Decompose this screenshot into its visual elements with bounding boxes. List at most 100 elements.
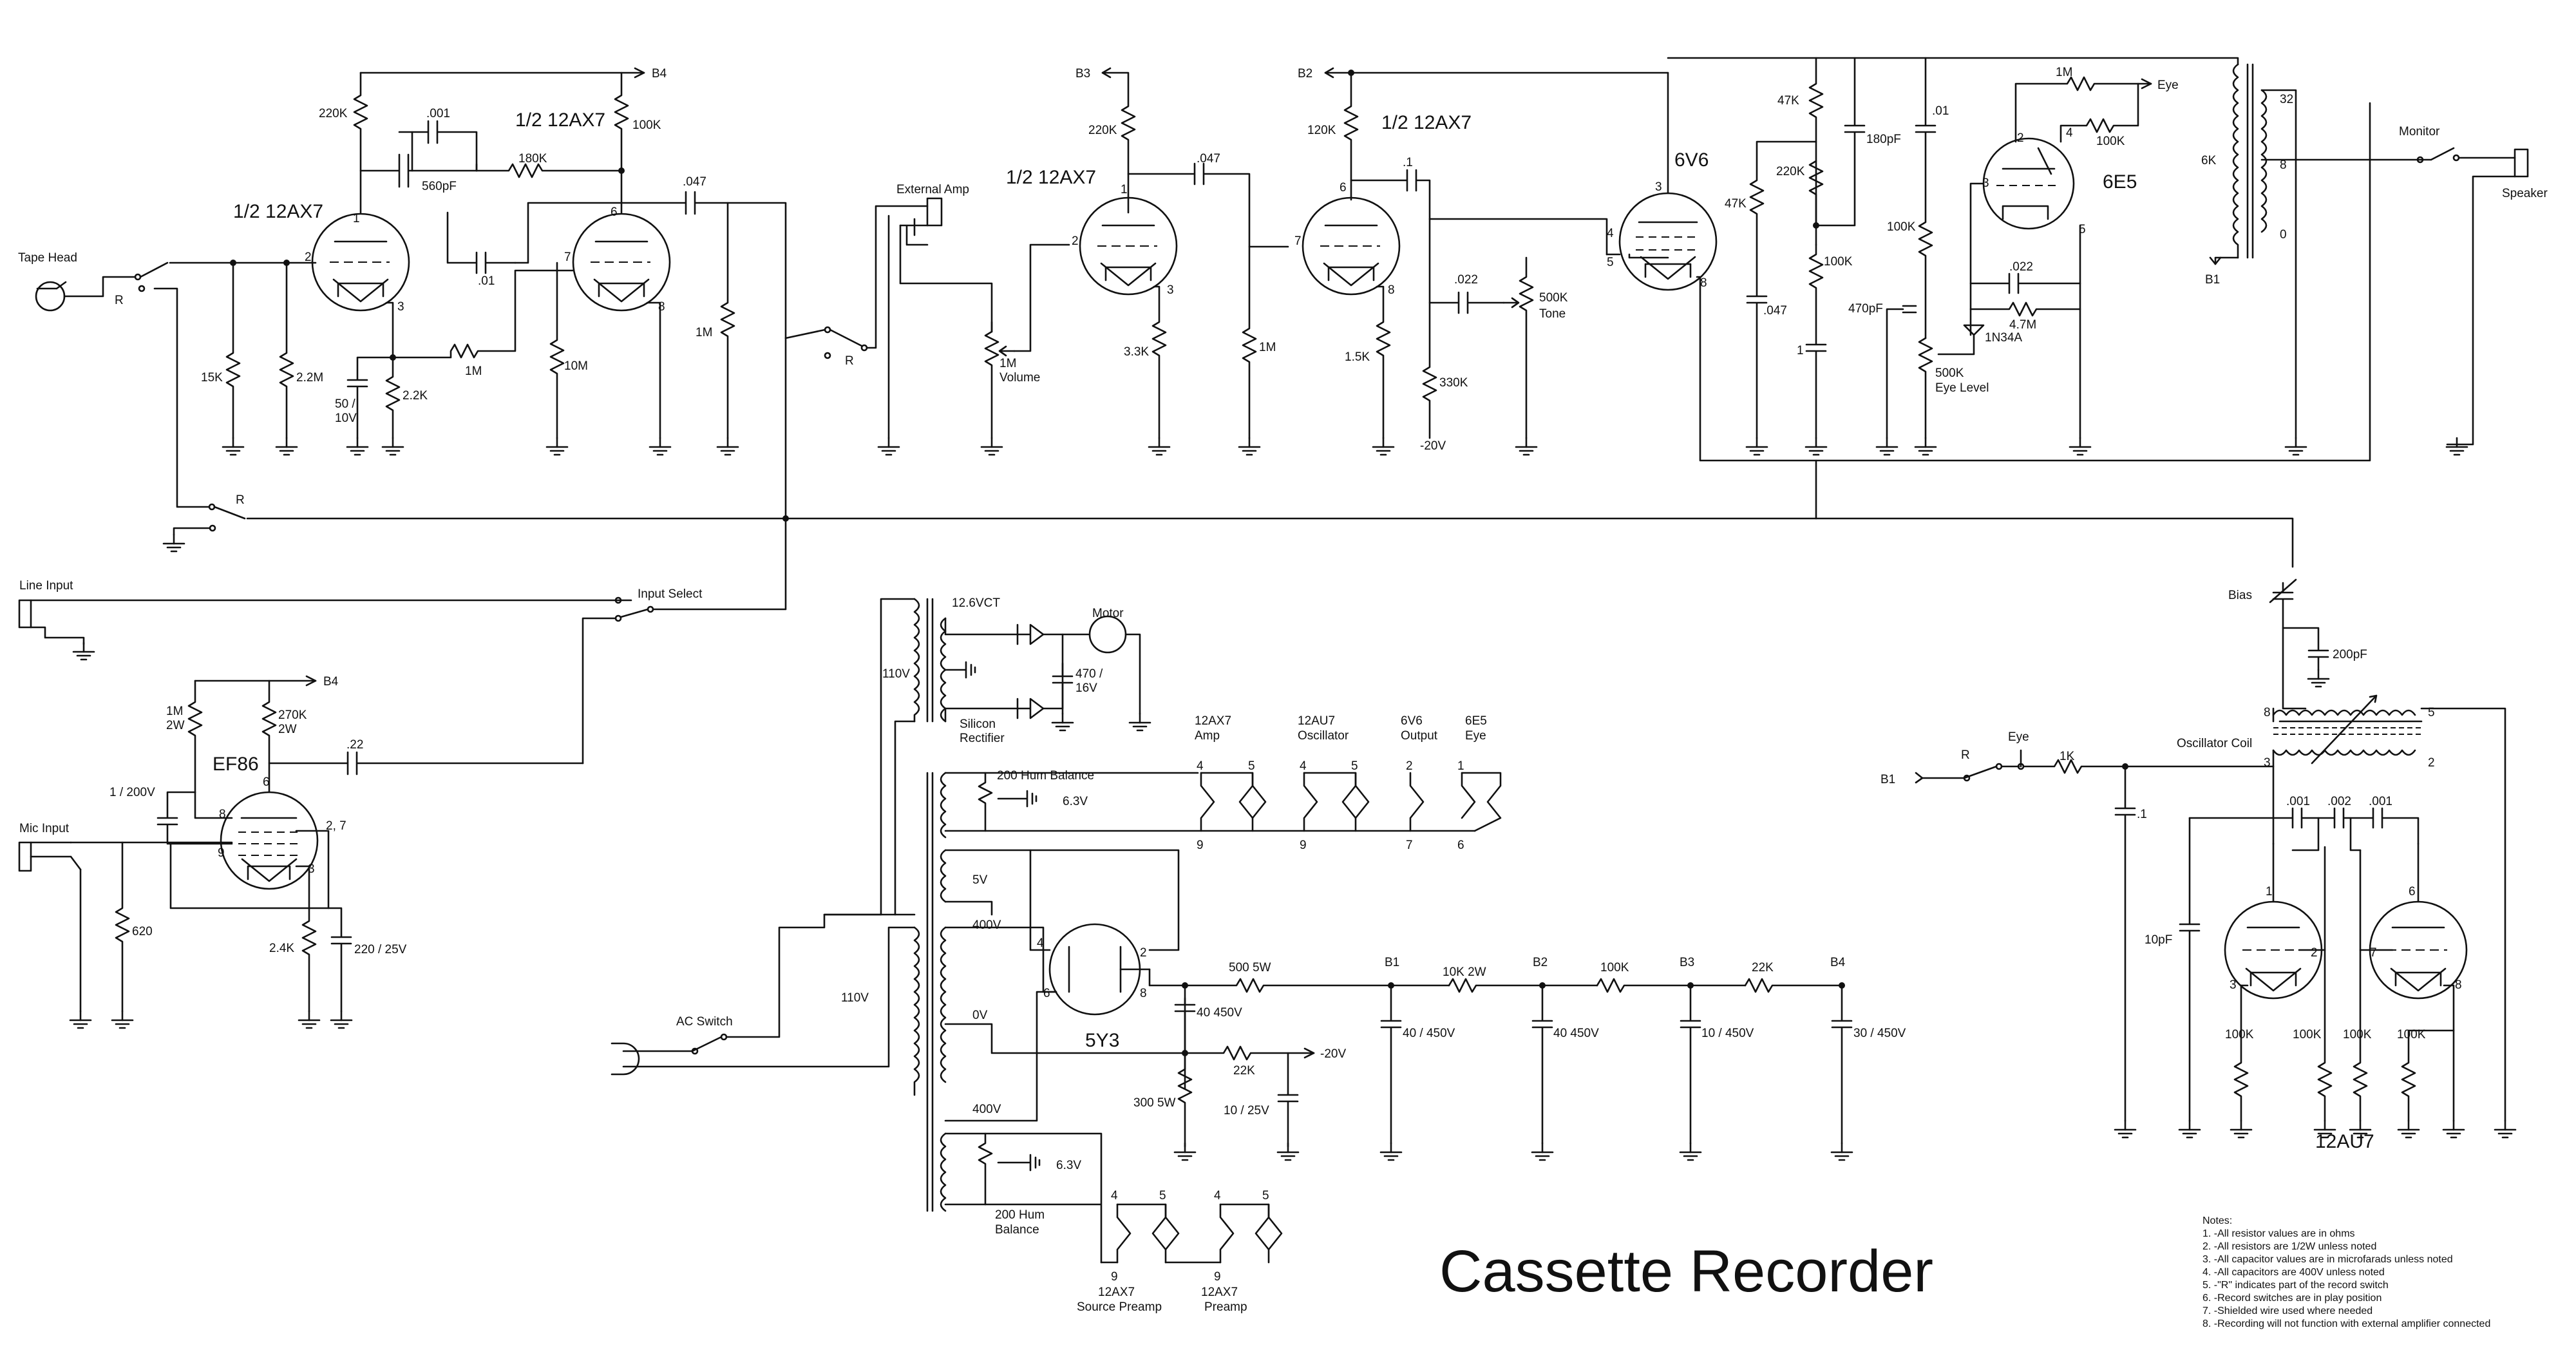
b2-label-2: B2 bbox=[1533, 956, 1548, 969]
osc-tube-label: 12AU7 bbox=[2315, 1131, 2374, 1152]
note-1: 1. -All resistor values are in ohms bbox=[2202, 1228, 2355, 1239]
r100k-i-label: 100K bbox=[2397, 1028, 2426, 1041]
c022b-label: .022 bbox=[2009, 260, 2033, 274]
r22k-c-label: 22K bbox=[1233, 1064, 1255, 1078]
b1-label-1: B1 bbox=[2205, 273, 2220, 287]
v6v6-tube bbox=[1618, 192, 1718, 291]
note-3: 3. -All capacitor values are in microfar… bbox=[2202, 1254, 2453, 1265]
r1m-b-label: 1M bbox=[696, 326, 712, 339]
v3-label: 1/2 12AX7 bbox=[1006, 167, 1096, 188]
rect-tube-label: 5Y3 bbox=[1085, 1030, 1119, 1051]
svg-text:7: 7 bbox=[1406, 839, 1413, 852]
t32-label: 32 bbox=[2280, 93, 2293, 106]
c022-label: .022 bbox=[1454, 273, 1478, 287]
t126-label: 12.6VCT bbox=[952, 596, 1000, 610]
r22m-label: 2.2M bbox=[296, 371, 323, 385]
svg-text:2: 2 bbox=[2017, 131, 2024, 145]
c001c-label: .001 bbox=[2369, 795, 2392, 808]
c40a-label: 40 450V bbox=[1197, 1006, 1242, 1020]
svg-text:5: 5 bbox=[1248, 759, 1255, 773]
v2-label: 1/2 12AX7 bbox=[515, 109, 605, 131]
c1-label: .1 bbox=[1403, 156, 1413, 169]
svg-text:8: 8 bbox=[1700, 276, 1707, 290]
w2a-label: 2W bbox=[166, 719, 185, 732]
r10m-label: 10M bbox=[564, 359, 588, 373]
monitor-label[interactable]: Monitor bbox=[2399, 125, 2440, 138]
svg-text:9: 9 bbox=[218, 846, 225, 860]
v0-label: 0V bbox=[972, 1009, 988, 1022]
svg-text:9: 9 bbox=[1300, 839, 1307, 852]
svg-text:9: 9 bbox=[1214, 1270, 1221, 1284]
tone2-label: Tone bbox=[1539, 307, 1566, 321]
c01a-label: .01 bbox=[478, 274, 495, 288]
r-label-1: R bbox=[115, 294, 124, 307]
r620-label: 620 bbox=[132, 925, 153, 938]
svg-text:2: 2 bbox=[2311, 946, 2318, 960]
b1-label-3: B1 bbox=[1880, 773, 1895, 786]
c470-label: 470 / bbox=[1075, 667, 1103, 681]
v63a-label: 6.3V bbox=[1063, 795, 1088, 808]
svg-text:1: 1 bbox=[353, 212, 360, 225]
h5b-label: Source Preamp bbox=[1077, 1300, 1162, 1314]
r22k-d-label: 22K bbox=[1752, 961, 1774, 974]
v3-tube bbox=[1079, 196, 1178, 296]
note-7: 7. -Shielded wire used where needed bbox=[2202, 1306, 2372, 1316]
bias-label[interactable]: Bias bbox=[2228, 589, 2252, 602]
r1m-a-label: 1M bbox=[465, 365, 482, 378]
notes-heading: Notes: bbox=[2202, 1215, 2232, 1226]
r220k-b-label: 220K bbox=[1088, 124, 1117, 137]
eye-tube bbox=[1982, 137, 2075, 230]
r100k-a-label: 100K bbox=[632, 119, 661, 132]
c40c-label: 40 450V bbox=[1553, 1027, 1599, 1040]
speaker-label[interactable]: Speaker bbox=[2502, 187, 2548, 200]
svg-text:4: 4 bbox=[1607, 227, 1614, 240]
r100k-f-label: 100K bbox=[2225, 1028, 2254, 1041]
h2b-label: Oscillator bbox=[1298, 729, 1349, 743]
mic-input-label: Mic Input bbox=[19, 822, 70, 835]
v1-label: 1/2 12AX7 bbox=[233, 201, 323, 222]
t0-label: 0 bbox=[2280, 228, 2287, 242]
hum2a-label: 200 Hum bbox=[995, 1208, 1045, 1222]
osc-coil-label: Oscillator Coil bbox=[2177, 737, 2252, 750]
svg-text:9: 9 bbox=[1111, 1270, 1118, 1284]
r1m-m-label: 1M bbox=[166, 705, 183, 718]
schematic-title: Cassette Recorder bbox=[1439, 1239, 1933, 1304]
external-amp-label[interactable]: External Amp bbox=[896, 183, 969, 196]
r1k-label: 1K bbox=[2060, 750, 2075, 763]
c001b-label: .001 bbox=[2286, 795, 2310, 808]
c10p-label: 10pF bbox=[2145, 933, 2172, 947]
c50-label: 50 / bbox=[335, 397, 355, 411]
svg-text:4: 4 bbox=[1300, 759, 1307, 773]
svg-text:5: 5 bbox=[1607, 256, 1614, 269]
r15k-label: 15K bbox=[201, 371, 223, 385]
svg-text:4: 4 bbox=[1197, 759, 1204, 773]
svg-text:1: 1 bbox=[2266, 885, 2273, 898]
r270k-label: 270K bbox=[278, 708, 307, 722]
v400b-label: 400V bbox=[972, 1103, 1001, 1116]
ac-switch-label[interactable]: AC Switch bbox=[676, 1015, 733, 1029]
svg-text:3: 3 bbox=[2230, 978, 2237, 992]
r15k-b-label: 1.5K bbox=[1345, 350, 1370, 364]
neg20-label-2: -20V bbox=[1320, 1047, 1346, 1061]
svg-text:2: 2 bbox=[1406, 759, 1413, 773]
vol1-label: 1M bbox=[999, 357, 1016, 370]
c30-label: 30 / 450V bbox=[1853, 1027, 1906, 1040]
r24k-label: 2.4K bbox=[269, 942, 294, 955]
c1-200-label: 1 / 200V bbox=[109, 786, 155, 799]
mic-preamp: B4 1M 2W 270K 2W .22 EF86 6 8 9 2, 7 3 1… bbox=[18, 675, 584, 1029]
svg-text:3: 3 bbox=[2264, 756, 2271, 770]
r1m-c-label: 1M bbox=[1259, 341, 1276, 354]
input-select-label[interactable]: Input Select bbox=[638, 587, 703, 601]
t6k-label: 6K bbox=[2201, 154, 2217, 167]
svg-text:4: 4 bbox=[1037, 936, 1044, 950]
v4-label: 1/2 12AX7 bbox=[1381, 112, 1472, 133]
c220-label: 220 / 25V bbox=[354, 943, 407, 956]
h1b-label: Amp bbox=[1195, 729, 1220, 743]
b4-label-3: B4 bbox=[1830, 956, 1846, 969]
eyelvl1-label: 500K bbox=[1935, 366, 1964, 380]
svg-text:8: 8 bbox=[2264, 706, 2271, 719]
v5-label: 5V bbox=[972, 873, 988, 887]
notes: Notes: 1. -All resistor values are in oh… bbox=[2202, 1215, 2490, 1329]
h3b-label: Output bbox=[1401, 729, 1438, 743]
r180k-label: 180K bbox=[518, 152, 547, 166]
